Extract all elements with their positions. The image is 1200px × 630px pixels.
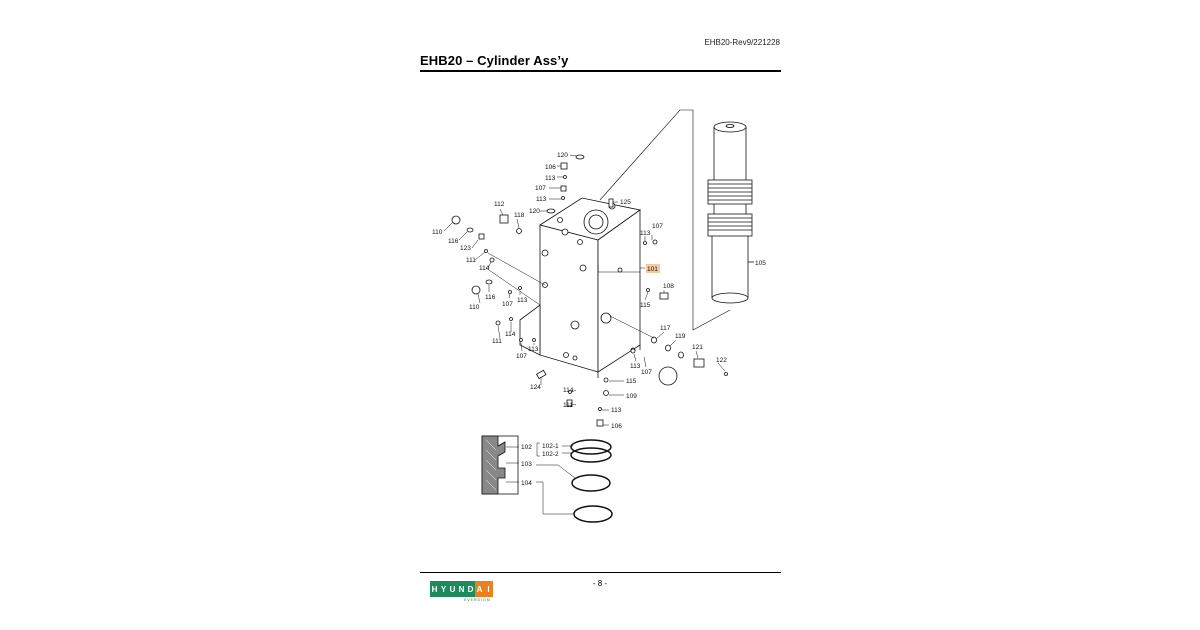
callout-114: 114 bbox=[563, 387, 574, 394]
callout-107: 107 bbox=[516, 353, 527, 360]
logo-letter: A bbox=[475, 581, 484, 597]
seal-section-drawing bbox=[481, 435, 519, 495]
logo-subtitle: EVERDIGM bbox=[464, 598, 491, 602]
callout-108: 108 bbox=[663, 283, 674, 290]
callout-107: 107 bbox=[652, 223, 663, 230]
hyundai-everdigm-logo: H Y U N D A I EVERDIGM bbox=[430, 581, 493, 602]
logo-letter: D bbox=[466, 581, 475, 597]
callout-106: 106 bbox=[545, 164, 556, 171]
callout-122: 122 bbox=[716, 357, 727, 364]
callout-104: 104 bbox=[521, 480, 532, 487]
small-parts bbox=[451, 154, 728, 427]
callout-110: 110 bbox=[469, 304, 480, 311]
logo-letter: H bbox=[430, 581, 439, 597]
callout-101: 101 bbox=[647, 266, 658, 273]
callout-107: 107 bbox=[502, 301, 513, 308]
title-rule bbox=[420, 70, 781, 72]
callout-111: 111 bbox=[563, 402, 573, 409]
callout-125: 125 bbox=[620, 199, 631, 206]
callout-117: 117 bbox=[660, 325, 671, 332]
callout-113: 113 bbox=[517, 297, 528, 304]
logo-letters: H Y U N D A I bbox=[430, 581, 493, 597]
callout-113: 113 bbox=[640, 230, 651, 237]
callout-102: 102 bbox=[521, 444, 532, 451]
callout-103: 103 bbox=[521, 461, 532, 468]
piston-drawing bbox=[707, 121, 754, 304]
page-title: EHB20 – Cylinder Ass’y bbox=[420, 53, 569, 68]
seal-leaders bbox=[506, 442, 576, 515]
callout-111: 111 bbox=[466, 257, 476, 264]
page-number: - 8 - bbox=[592, 579, 608, 588]
callout-113: 113 bbox=[536, 196, 547, 203]
logo-letter: N bbox=[457, 581, 466, 597]
callout-113: 113 bbox=[545, 175, 556, 182]
callout-109: 109 bbox=[626, 393, 637, 400]
document-code: EHB20-Rev9/221228 bbox=[704, 38, 780, 47]
callout-115: 115 bbox=[640, 302, 651, 309]
callout-114: 114 bbox=[505, 331, 516, 338]
callout-116: 116 bbox=[448, 238, 459, 245]
callout-110: 110 bbox=[432, 229, 443, 236]
piston-leader bbox=[599, 109, 731, 331]
callout-102-2: 102-2 bbox=[542, 451, 559, 458]
callout-107: 107 bbox=[535, 185, 546, 192]
callout-120: 120 bbox=[557, 152, 568, 159]
callout-121: 121 bbox=[692, 344, 703, 351]
callout-120: 120 bbox=[529, 208, 540, 215]
callout-112: 112 bbox=[494, 201, 505, 208]
callout-114: 114 bbox=[479, 265, 490, 272]
callout-115: 115 bbox=[626, 378, 637, 385]
callout-113: 113 bbox=[528, 346, 539, 353]
callout-105: 105 bbox=[755, 260, 766, 267]
callout-113: 113 bbox=[611, 407, 622, 414]
callout-111: 111 bbox=[492, 338, 502, 345]
cylinder-body-drawing bbox=[519, 197, 641, 378]
footer-rule bbox=[420, 572, 781, 573]
logo-letter: U bbox=[448, 581, 457, 597]
logo-letter: I bbox=[484, 581, 493, 597]
callout-118: 118 bbox=[514, 212, 525, 219]
callout-119: 119 bbox=[675, 333, 686, 340]
callout-113: 113 bbox=[630, 363, 641, 370]
seal-rings bbox=[570, 439, 613, 523]
callout-102-1: 102-1 bbox=[542, 443, 559, 450]
leader-lines bbox=[443, 154, 726, 426]
callout-123: 123 bbox=[460, 245, 471, 252]
callout-124: 124 bbox=[530, 384, 541, 391]
callout-labels: 101 102 102-1 102-2 103 104 105 106 106 … bbox=[432, 152, 766, 487]
callout-107: 107 bbox=[641, 369, 652, 376]
logo-letter: Y bbox=[439, 581, 448, 597]
callout-116: 116 bbox=[485, 294, 496, 301]
callout-106: 106 bbox=[611, 423, 622, 430]
callout-101-highlight bbox=[646, 264, 660, 273]
